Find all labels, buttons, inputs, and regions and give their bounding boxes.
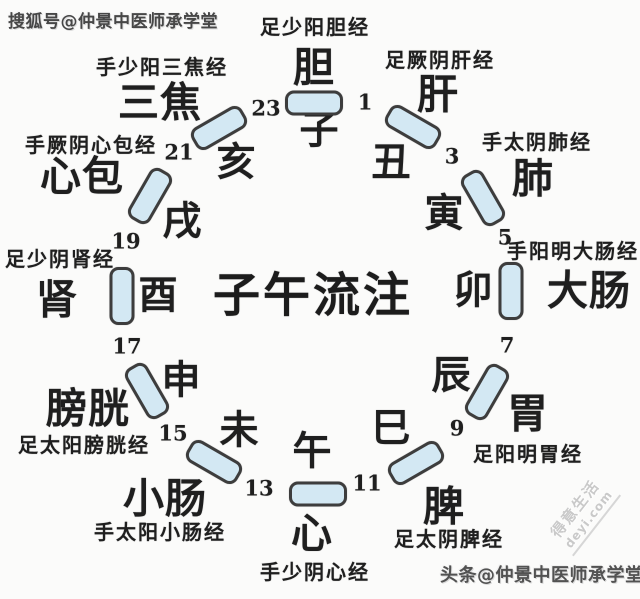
meridian-pericardium: 手厥阴心包经 — [25, 133, 157, 157]
hour-23: 23 — [251, 95, 281, 121]
meridian-triple-burner: 手少阳三焦经 — [96, 55, 228, 79]
diagram-title: 子午流注 — [213, 268, 413, 324]
meridian-lung: 手太阴肺经 — [482, 130, 592, 154]
meridian-kidney: 足少阴肾经 — [5, 247, 115, 271]
branch-si: 巳 — [371, 406, 411, 452]
meridian-bladder: 足太阳膀胱经 — [18, 433, 150, 457]
hour-15: 15 — [158, 420, 188, 446]
organ-small-intestine: 小肠 — [123, 474, 207, 523]
watermark-toutiao: 头条@仲景中医师承学堂 — [440, 565, 640, 586]
branch-zi: 子 — [299, 108, 339, 154]
branch-wei: 未 — [219, 408, 259, 454]
branch-mao: 卯 — [453, 268, 493, 314]
hour-3: 3 — [444, 143, 460, 169]
branch-you: 酉 — [138, 273, 178, 319]
branch-chen: 辰 — [431, 353, 471, 399]
branch-shen: 申 — [161, 358, 201, 404]
clock-tick-you — [109, 267, 135, 325]
organ-gallbladder: 胆 — [293, 43, 335, 92]
hour-19: 19 — [111, 228, 141, 254]
watermark-diagonal: 得意生活 deyi.com — [542, 471, 622, 557]
meridian-spleen: 足太阴脾经 — [394, 527, 504, 551]
hour-7: 7 — [499, 332, 515, 358]
branch-chou: 丑 — [371, 140, 411, 186]
organ-kidney: 肾 — [36, 275, 78, 324]
hour-5: 5 — [497, 224, 513, 250]
organ-spleen: 脾 — [423, 482, 465, 531]
meridian-heart: 手少阴心经 — [260, 560, 370, 584]
branch-yin: 寅 — [424, 191, 464, 237]
organ-stomach: 胃 — [507, 389, 549, 438]
organ-heart: 心 — [291, 509, 333, 558]
organ-triple-burner: 三焦 — [118, 78, 202, 127]
meridian-large-intestine: 手阳明大肠经 — [507, 239, 639, 263]
branch-wu: 午 — [292, 429, 332, 475]
clock-tick-yin — [457, 166, 509, 230]
watermark-sohu: 搜狐号@仲景中医师承学堂 — [8, 12, 218, 32]
hour-1: 1 — [357, 89, 373, 115]
clock-tick-wu — [289, 481, 347, 507]
clock-tick-zi — [285, 90, 343, 116]
clock-tick-mao — [498, 262, 524, 320]
branch-hai: 亥 — [216, 140, 256, 186]
organ-liver: 肝 — [417, 70, 459, 119]
meridian-liver: 足厥阴肝经 — [385, 48, 495, 72]
meridian-gallbladder: 足少阳胆经 — [260, 15, 370, 39]
hour-13: 13 — [244, 475, 274, 501]
hour-9: 9 — [449, 415, 465, 441]
meridian-small-intestine: 手太阳小肠经 — [94, 520, 226, 544]
organ-lung: 肺 — [512, 154, 554, 203]
organ-bladder: 膀胱 — [46, 384, 130, 433]
hour-21: 21 — [164, 139, 194, 165]
hour-17: 17 — [112, 333, 142, 359]
branch-xu: 戌 — [162, 199, 202, 245]
organ-pericardium: 心包 — [40, 152, 124, 201]
meridian-stomach: 足阳明胃经 — [473, 442, 583, 466]
organ-large-intestine: 大肠 — [547, 266, 631, 315]
hour-11: 11 — [352, 470, 382, 496]
